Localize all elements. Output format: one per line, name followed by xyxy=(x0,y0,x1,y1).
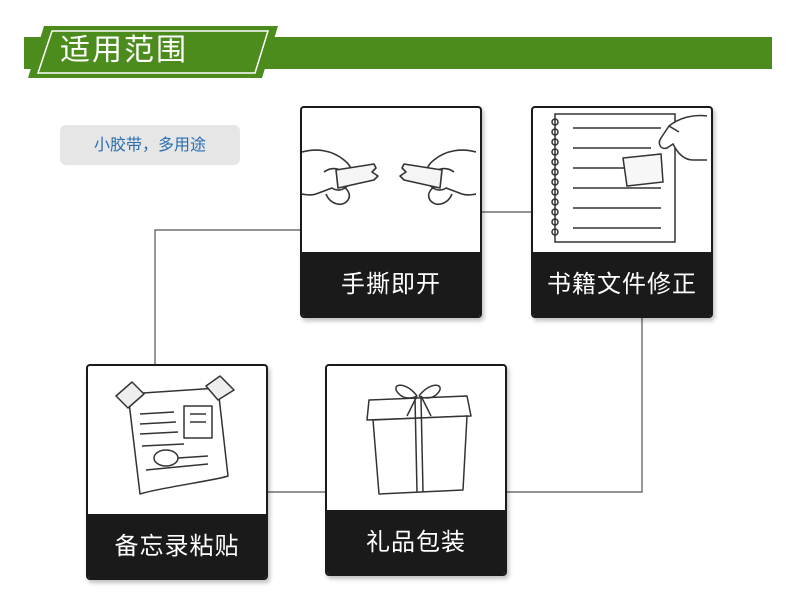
notebook-tape-icon xyxy=(551,113,707,243)
tagline-badge: 小胶带，多用途 xyxy=(60,125,240,165)
card-label: 礼品包装 xyxy=(327,510,505,574)
card-memo: 备忘录粘贴 xyxy=(86,364,268,580)
memo-note-icon xyxy=(115,375,235,495)
header-banner-tab xyxy=(28,26,278,78)
hand-tearing-tape-icon xyxy=(302,149,476,206)
card-gift: 礼品包装 xyxy=(325,364,507,576)
card-label: 备忘录粘贴 xyxy=(88,514,266,578)
card-label: 手撕即开 xyxy=(302,252,480,316)
card-book-fix: 书籍文件修正 xyxy=(531,106,713,318)
gift-box-icon xyxy=(366,384,472,495)
card-hand-tear: 手撕即开 xyxy=(300,106,482,318)
page-title: 适用范围 xyxy=(60,33,188,68)
card-label: 书籍文件修正 xyxy=(533,252,711,316)
